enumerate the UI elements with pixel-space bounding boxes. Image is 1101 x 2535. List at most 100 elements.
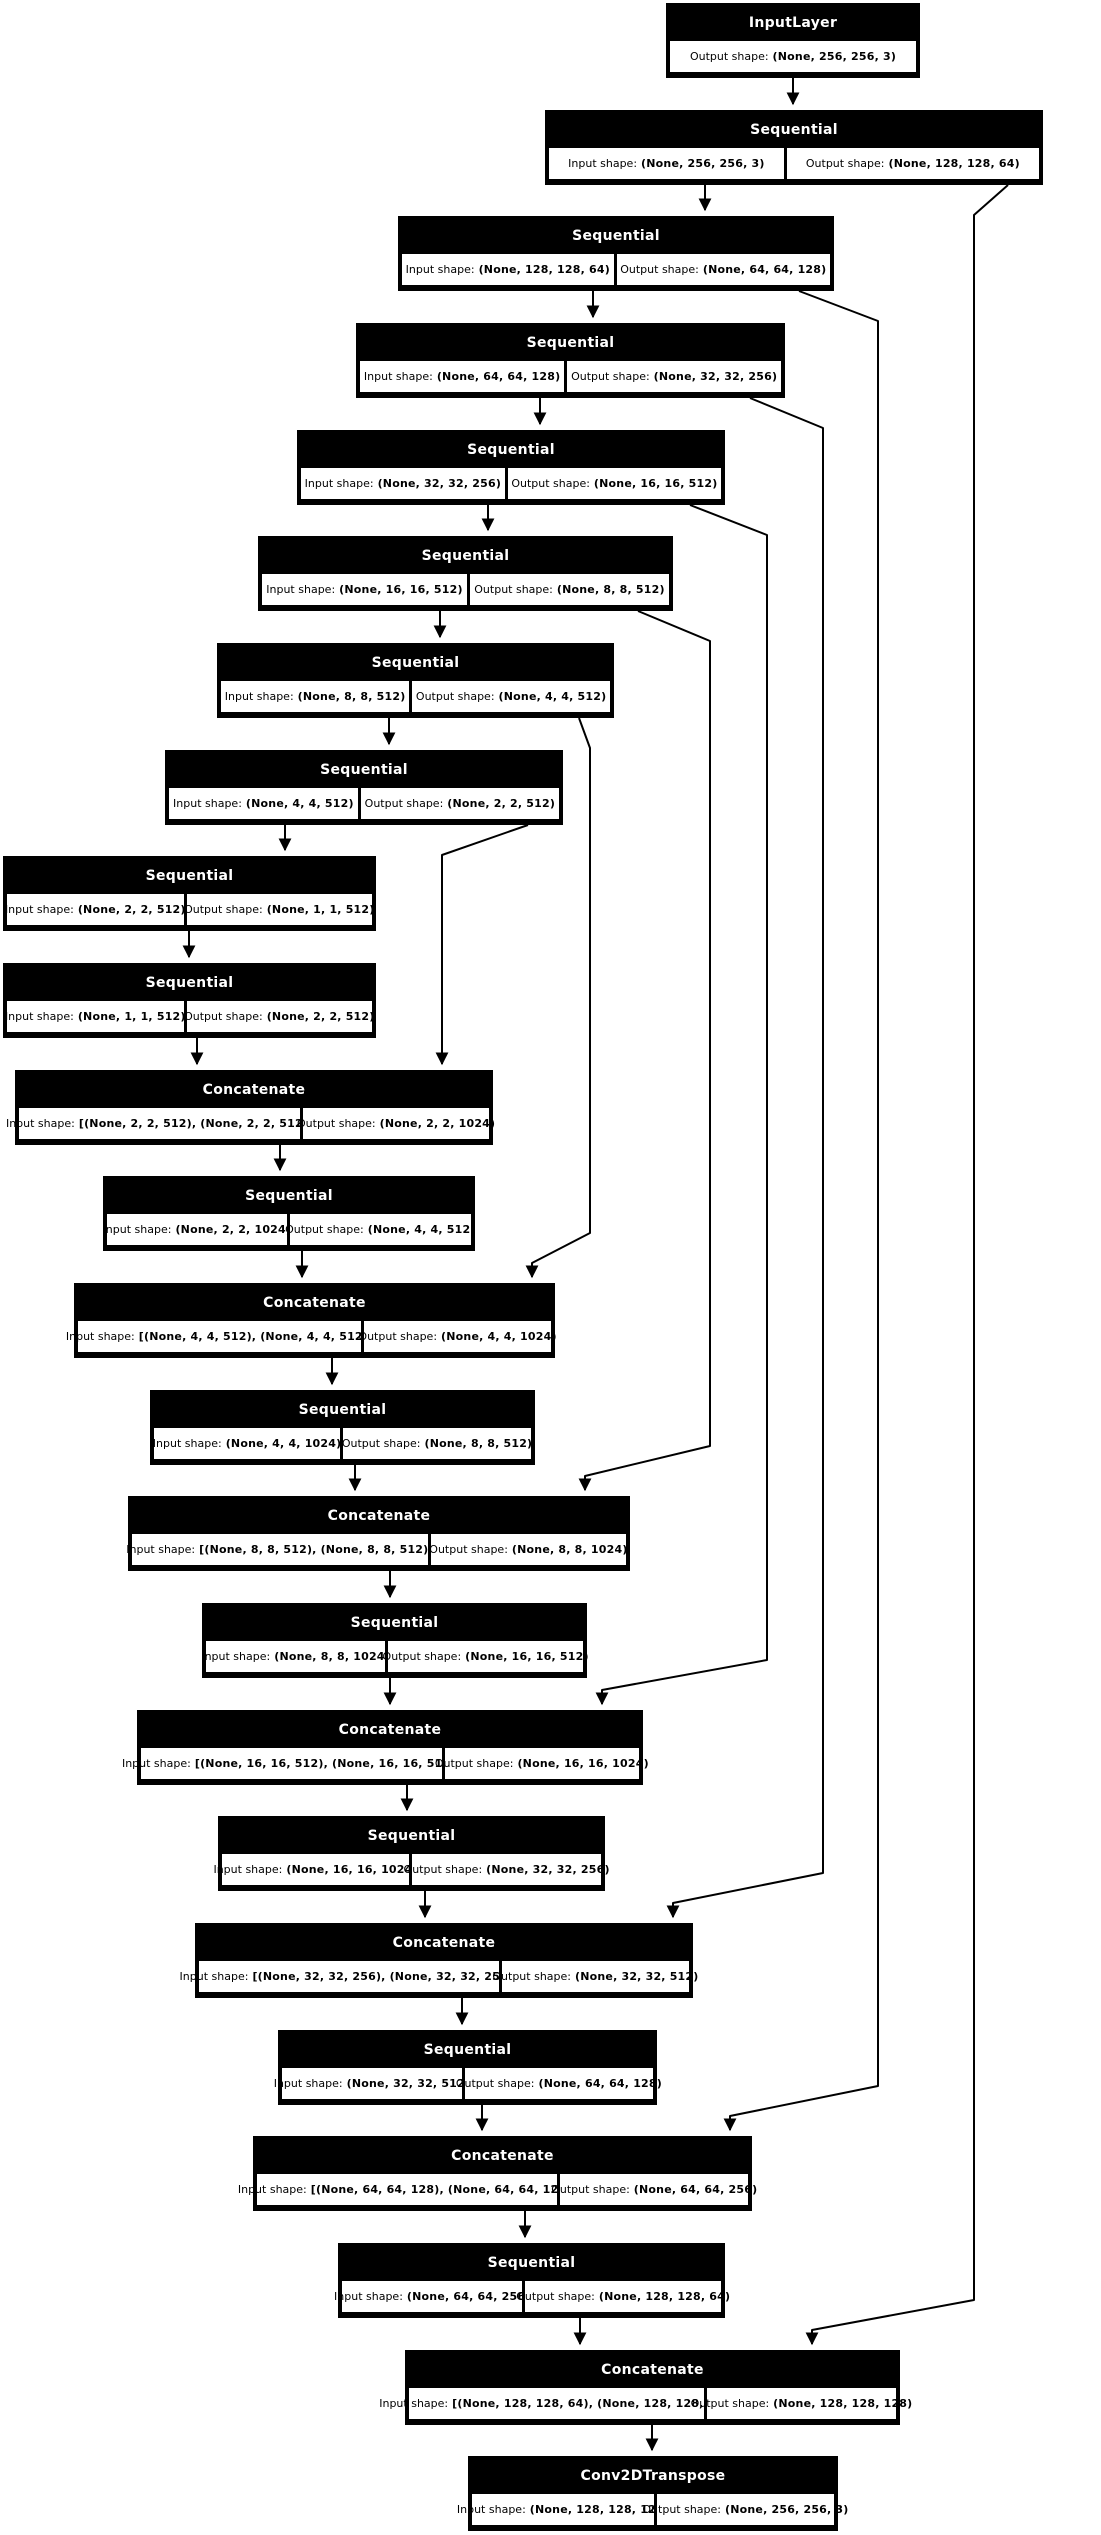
node-12-sequential: Sequential Input shape:(None, 2, 2, 1024… bbox=[103, 1176, 475, 1251]
output-shape-label: Output shape: bbox=[382, 1650, 462, 1663]
input-shape-label: Input shape: bbox=[304, 477, 374, 490]
output-shape-label: Output shape: bbox=[551, 2183, 630, 2196]
input-shape-cell: Input shape:(None, 8, 8, 512) bbox=[221, 681, 410, 712]
input-shape-cell: Input shape:(None, 32, 32, 512) bbox=[274, 2068, 470, 2099]
input-shape-label: Input shape: bbox=[179, 1970, 249, 1983]
input-shape-label: Input shape: bbox=[5, 1117, 75, 1130]
output-shape-label: Output shape: bbox=[415, 690, 495, 703]
shape-row: Input shape:(None, 4, 4, 512) Output sha… bbox=[167, 788, 561, 821]
node-6-sequential: Sequential Input shape:(None, 16, 16, 51… bbox=[258, 536, 673, 611]
output-shape-value: (None, 8, 8, 512) bbox=[556, 583, 665, 596]
input-shape-cell: Input shape:[(None, 16, 16, 512), (None,… bbox=[122, 1748, 461, 1779]
node-16-sequential: Sequential Input shape:(None, 8, 8, 1024… bbox=[201, 1603, 588, 1678]
input-shape-value: (None, 64, 64, 256) bbox=[406, 2290, 531, 2303]
layer-type-title: Sequential bbox=[145, 975, 234, 991]
output-shape-cell: Output shape:(None, 64, 64, 128) bbox=[456, 2068, 662, 2099]
output-shape-label: Output shape: bbox=[184, 1010, 263, 1023]
input-shape-cell: Input shape:(None, 32, 32, 256) bbox=[301, 468, 505, 499]
layer-type-title: Conv2DTranspose bbox=[580, 2468, 726, 2484]
output-shape-cell: Output shape:(None, 32, 32, 256) bbox=[567, 361, 781, 392]
output-shape-cell: Output shape:(None, 16, 16, 512) bbox=[507, 468, 721, 499]
node-18-sequential: Sequential Input shape:(None, 16, 16, 10… bbox=[213, 1816, 609, 1891]
input-shape-label: Input shape: bbox=[121, 1757, 191, 1770]
layer-type-title: Sequential bbox=[298, 1402, 387, 1418]
shape-row: Input shape:[(None, 8, 8, 512), (None, 8… bbox=[126, 1534, 628, 1567]
node-3-sequential: Sequential Input shape:(None, 128, 128, … bbox=[398, 216, 834, 291]
input-shape-label: Input shape: bbox=[456, 2503, 526, 2516]
output-shape-value: (None, 256, 256, 3) bbox=[772, 50, 897, 63]
input-shape-label: Input shape: bbox=[173, 797, 242, 810]
output-shape-value: (None, 2, 2, 512) bbox=[266, 1010, 375, 1023]
shape-row: Input shape:[(None, 2, 2, 512), (None, 2… bbox=[6, 1108, 495, 1141]
input-shape-cell: Input shape:(None, 2, 2, 1024) bbox=[103, 1214, 291, 1245]
input-shape-label: Input shape: bbox=[334, 2290, 403, 2303]
output-shape-value: (None, 2, 2, 512) bbox=[447, 797, 556, 810]
layer-type-title: Sequential bbox=[421, 548, 510, 564]
node-13-concatenate: Concatenate Input shape:[(None, 4, 4, 51… bbox=[66, 1283, 557, 1358]
output-shape-cell: Output shape:(None, 4, 4, 512) bbox=[285, 1214, 475, 1245]
input-shape-value: (None, 8, 8, 1024) bbox=[274, 1650, 390, 1663]
input-shape-cell: Input shape:[(None, 8, 8, 512), (None, 8… bbox=[126, 1534, 433, 1565]
layer-type-title: Sequential bbox=[245, 1188, 333, 1204]
shape-row: Input shape:(None, 32, 32, 256) Output s… bbox=[299, 468, 723, 501]
shape-row: Input shape:(None, 128, 128, 128) Output… bbox=[457, 2494, 848, 2527]
layer-type-title: Sequential bbox=[572, 228, 660, 244]
shape-row: Input shape:(None, 128, 128, 64) Output … bbox=[400, 254, 832, 287]
input-shape-value: (None, 64, 64, 128) bbox=[436, 370, 561, 383]
output-shape-label: Output shape: bbox=[689, 50, 769, 63]
input-shape-label: Input shape: bbox=[266, 583, 336, 596]
output-shape-label: Output shape: bbox=[429, 1543, 508, 1556]
shape-row: Input shape:(None, 4, 4, 1024) Output sh… bbox=[152, 1428, 533, 1461]
node-8-sequential: Sequential Input shape:(None, 4, 4, 512)… bbox=[165, 750, 563, 825]
output-shape-value: (None, 256, 256, 3) bbox=[725, 2503, 849, 2516]
node-23-concatenate: Concatenate Input shape:[(None, 128, 128… bbox=[379, 2350, 912, 2425]
layer-type-title: Sequential bbox=[145, 868, 234, 884]
shape-row: Input shape:(None, 32, 32, 512) Output s… bbox=[274, 2068, 662, 2101]
input-shape-cell: Input shape:(None, 8, 8, 1024) bbox=[201, 1641, 390, 1672]
shape-row: Input shape:[(None, 128, 128, 64), (None… bbox=[379, 2388, 912, 2421]
input-shape-cell: Input shape:[(None, 2, 2, 512), (None, 2… bbox=[6, 1108, 313, 1139]
node-14-sequential: Sequential Input shape:(None, 4, 4, 1024… bbox=[150, 1390, 535, 1465]
output-shape-cell: Output shape:(None, 2, 2, 512) bbox=[184, 1001, 375, 1032]
shape-row: Input shape:(None, 1, 1, 512) Output sha… bbox=[5, 1001, 374, 1034]
output-shape-value: (None, 32, 32, 256) bbox=[653, 370, 778, 383]
layer-type-title: Sequential bbox=[371, 655, 460, 671]
input-shape-label: Input shape: bbox=[4, 903, 74, 916]
layer-type-title: Concatenate bbox=[338, 1722, 442, 1738]
output-shape-cell: Output shape:(None, 32, 32, 256) bbox=[404, 1854, 609, 1885]
output-shape-value: (None, 128, 128, 128) bbox=[773, 2397, 913, 2410]
input-shape-value: [(None, 64, 64, 128), (None, 64, 64, 128… bbox=[310, 2183, 577, 2196]
layer-type-title: Sequential bbox=[423, 2042, 512, 2058]
layer-type-title: Sequential bbox=[526, 335, 615, 351]
input-shape-cell: Input shape:(None, 128, 128, 128) bbox=[457, 2494, 669, 2525]
node-7-sequential: Sequential Input shape:(None, 8, 8, 512)… bbox=[217, 643, 614, 718]
output-shape-cell: Output shape:(None, 8, 8, 512) bbox=[469, 574, 669, 605]
input-shape-value: [(None, 32, 32, 256), (None, 32, 32, 256… bbox=[252, 1970, 519, 1983]
output-shape-label: Output shape: bbox=[492, 1970, 571, 1983]
output-shape-label: Output shape: bbox=[642, 2503, 721, 2516]
input-shape-cell: Input shape:[(None, 64, 64, 128), (None,… bbox=[238, 2174, 576, 2205]
output-shape-value: (None, 4, 4, 512) bbox=[367, 1223, 476, 1236]
output-shape-cell: Output shape:(None, 16, 16, 1024) bbox=[435, 1748, 649, 1779]
skip-connection-arrow bbox=[435, 824, 529, 1066]
node-9-sequential: Sequential Input shape:(None, 2, 2, 512)… bbox=[3, 856, 376, 931]
skip-connection-arrow bbox=[805, 184, 1009, 2346]
output-shape-cell: Output shape:(None, 128, 128, 64) bbox=[516, 2281, 730, 2312]
skip-connection-arrow bbox=[578, 610, 711, 1492]
output-shape-value: (None, 64, 64, 256) bbox=[633, 2183, 758, 2196]
input-shape-cell: Input shape:(None, 64, 64, 128) bbox=[360, 361, 565, 392]
output-shape-cell: Output shape:(None, 2, 2, 512) bbox=[360, 788, 559, 819]
output-shape-cell: Output shape:(None, 32, 32, 512) bbox=[492, 1961, 698, 1992]
input-shape-cell: Input shape:(None, 16, 16, 1024) bbox=[213, 1854, 418, 1885]
shape-row: Input shape:(None, 256, 256, 3) Output s… bbox=[547, 148, 1041, 181]
node-5-sequential: Sequential Input shape:(None, 32, 32, 25… bbox=[297, 430, 725, 505]
shape-row: Input shape:(None, 64, 64, 256) Output s… bbox=[334, 2281, 730, 2314]
input-shape-label: Input shape: bbox=[213, 1863, 283, 1876]
output-shape-cell: Output shape:(None, 4, 4, 512) bbox=[412, 681, 610, 712]
input-shape-value: (None, 256, 256, 3) bbox=[641, 157, 765, 170]
input-shape-cell: Input shape:(None, 1, 1, 512) bbox=[5, 1001, 185, 1032]
node-1-inputlayer: InputLayer Output shape:(None, 256, 256,… bbox=[666, 3, 920, 78]
output-shape-value: (None, 4, 4, 512) bbox=[498, 690, 607, 703]
shape-row: Input shape:[(None, 4, 4, 512), (None, 4… bbox=[66, 1321, 557, 1354]
